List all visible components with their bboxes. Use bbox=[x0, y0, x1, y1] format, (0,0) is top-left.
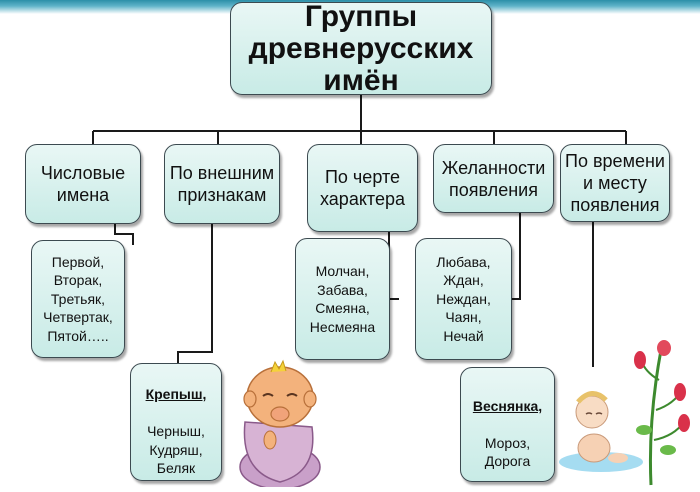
examples-list: Молчан, Забава, Смеяна, Несмеяна bbox=[309, 263, 376, 335]
link-line-3 bbox=[388, 232, 399, 300]
category-character-trait: По черте характера bbox=[307, 144, 418, 232]
examples-numeric-names: Первой, Вторак, Третьяк, Четвертак, Пято… bbox=[31, 240, 125, 358]
category-appearance: По внешним признакам bbox=[164, 144, 280, 224]
category-desired-birth: Желанности появления bbox=[433, 144, 554, 213]
link-line-2 bbox=[177, 224, 213, 363]
category-numeric-names: Числовые имена bbox=[25, 144, 141, 224]
examples-list: Черныш, Кудряш, Беляк bbox=[147, 423, 205, 476]
examples-list: Мороз, Дорога bbox=[484, 434, 531, 470]
category-time-place: По времени и месту появления bbox=[560, 144, 670, 222]
examples-appearance: Крепыш, Черныш, Кудряш, Беляк bbox=[130, 363, 222, 481]
link-line-1 bbox=[114, 224, 134, 245]
examples-desired-birth: Любава, Ждан, Неждан, Чаян, Нечай bbox=[415, 238, 512, 360]
examples-list: Любава, Ждан, Неждан, Чаян, Нечай bbox=[436, 253, 491, 344]
examples-time-place: Веснянка, Мороз, Дорога bbox=[460, 367, 555, 482]
link-line-4 bbox=[512, 213, 521, 300]
examples-character-trait: Молчан, Забава, Смеяна, Несмеяна bbox=[295, 238, 390, 360]
baby-with-blanket-illustration bbox=[239, 359, 321, 487]
highlighted-example: Веснянка, bbox=[472, 397, 543, 414]
examples-list: Первой, Вторак, Третьяк, Четвертак, Пято… bbox=[43, 253, 113, 344]
highlighted-example: Крепыш, bbox=[145, 386, 207, 402]
diagram-title: Группы древнерусских имён bbox=[230, 0, 492, 96]
baby-with-flowers-illustration bbox=[559, 340, 690, 486]
